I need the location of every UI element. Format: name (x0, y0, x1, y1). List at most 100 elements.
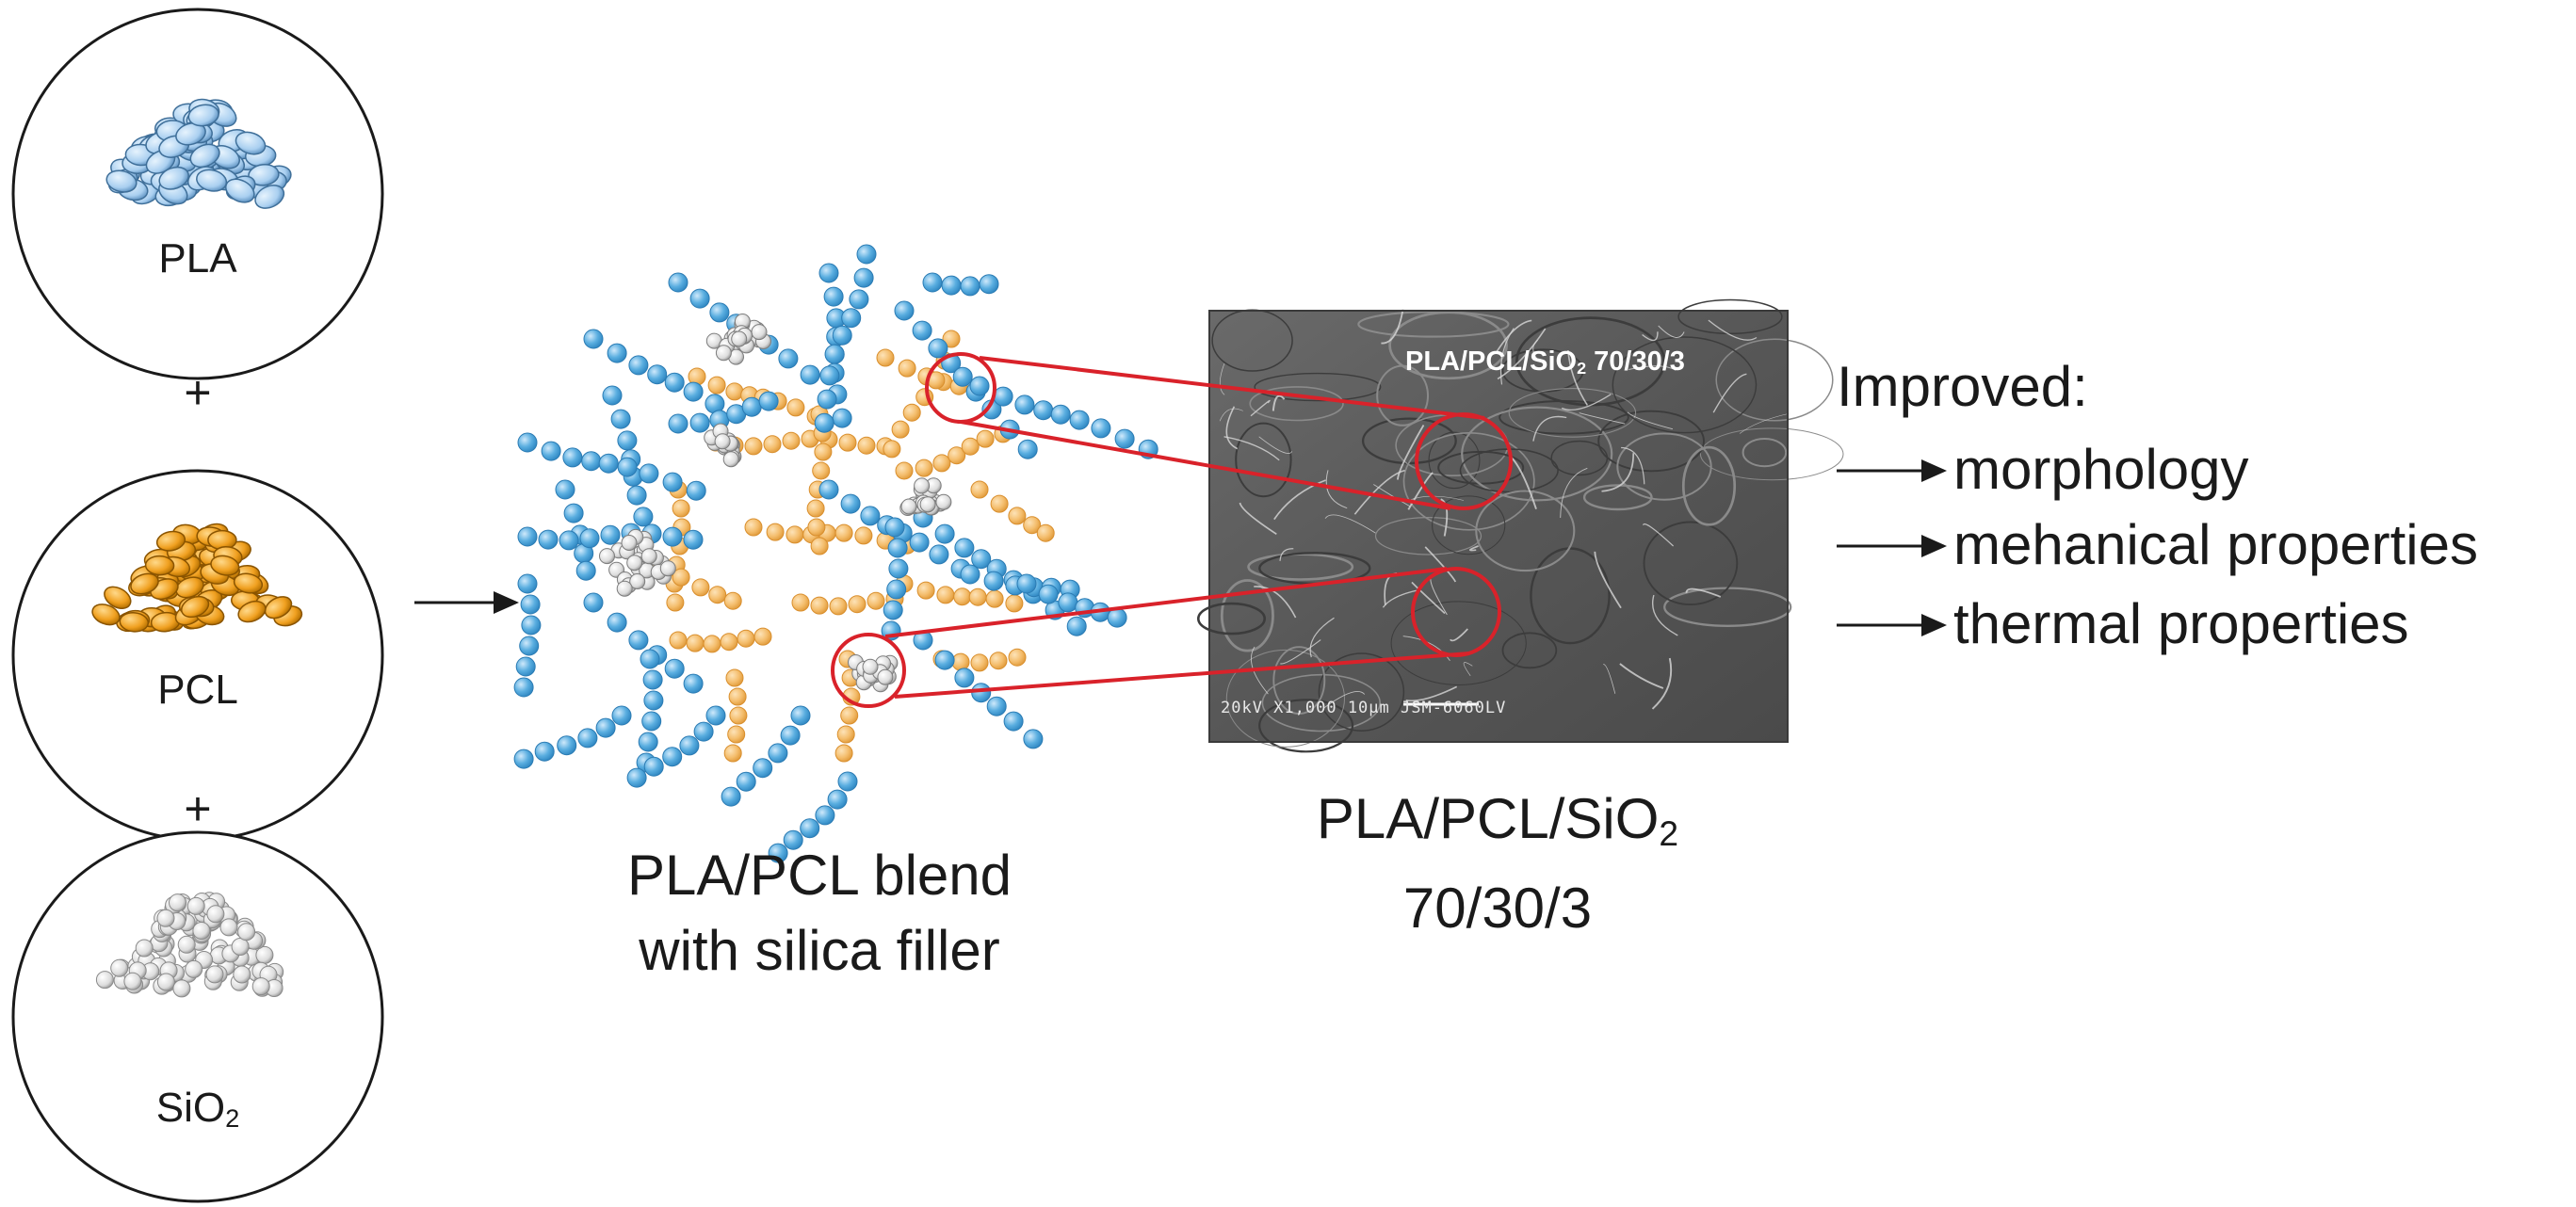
sem-fibril (1407, 472, 1434, 510)
silica-cluster-bead (722, 451, 739, 468)
silica-cluster-bead (900, 498, 917, 515)
sem-feature (1461, 406, 1613, 502)
pellet (187, 104, 219, 127)
pcl-bead (744, 437, 763, 456)
silica-cluster-bead (621, 535, 638, 551)
pcl-bead (737, 629, 755, 648)
pla-bead (628, 630, 649, 651)
pla-bead (515, 656, 536, 677)
sio2-circle (11, 830, 384, 1203)
pcl-bead (1005, 594, 1024, 613)
pla-bead (555, 479, 575, 500)
sem-feature (1550, 440, 1609, 476)
sem-feature (1742, 438, 1788, 468)
sem-feature (1612, 336, 1758, 434)
pla-bead (971, 549, 992, 570)
silica-cluster-bead (659, 560, 676, 577)
pellet (91, 604, 121, 626)
pla-bead (602, 385, 623, 406)
pla-bead (790, 705, 811, 726)
sem-fibril (1254, 586, 1297, 619)
pla-bead (575, 560, 596, 581)
pla-bead (1069, 410, 1090, 430)
sem-fibril (1685, 587, 1722, 598)
pellet (105, 169, 138, 193)
silica-particle (95, 971, 114, 990)
improved-arrows (1837, 459, 1947, 636)
pcl-bead (840, 706, 859, 725)
pla-bead (643, 756, 664, 777)
pcl-bead (970, 653, 989, 672)
pla-bead (778, 348, 799, 369)
pcl-pellet-pile (91, 523, 303, 633)
pla-bead (817, 389, 837, 410)
pellet (210, 555, 240, 576)
pla-bead (934, 523, 955, 544)
pla-bead (954, 668, 975, 688)
sem-feature (1235, 422, 1292, 498)
sem-caption: PLA/PCL/SiO2 70/30/3 (1206, 781, 1790, 946)
sem-fibril (1239, 502, 1277, 536)
pcl-bead (672, 499, 690, 518)
blend-caption-line2: with silica filler (639, 919, 1000, 982)
pellet (189, 143, 220, 169)
sem-fibril (1273, 479, 1326, 521)
sem-overlay-title: PLA/PCL/SiO2 70/30/3 (1405, 346, 1685, 378)
improved-title: Improved: (1837, 355, 2088, 418)
sem-feature (1261, 673, 1382, 732)
sem-texture (1197, 298, 1844, 753)
pla-bead (1016, 573, 1037, 594)
pla-bead (1023, 729, 1044, 749)
pcl-bead (766, 523, 785, 541)
pla-bead (800, 818, 820, 839)
sem-fibril (1579, 412, 1626, 425)
pellet (235, 131, 267, 155)
pcl-bead (1023, 516, 1042, 535)
sem-fibril (1323, 691, 1366, 709)
pla-bead (662, 472, 683, 492)
pcl-bead (915, 459, 933, 477)
sem-image (1209, 311, 1788, 742)
pla-circle (11, 8, 384, 380)
pcl-bead (942, 330, 961, 348)
pla-bead (641, 711, 662, 732)
pla-bead (1114, 428, 1135, 449)
improved-item-morphology: morphology (1953, 438, 2249, 501)
pla-bead (909, 532, 930, 553)
pcl-bead (708, 586, 727, 604)
pcl-bead (953, 587, 972, 606)
pla-pellet-pile (105, 98, 292, 209)
pcl-bead (895, 461, 914, 480)
silica-particle (186, 896, 205, 915)
sem-micrograph (1197, 298, 1844, 753)
sem-fibril (1280, 639, 1321, 665)
pla-bead (640, 649, 660, 669)
pla-bead (922, 272, 943, 293)
pla-bead (686, 480, 706, 501)
pellet (158, 166, 189, 190)
sem-caption-line1: PLA/PCL/SiO2 (1206, 781, 1790, 871)
pla-bead (1091, 418, 1111, 439)
pla-bead (823, 286, 844, 307)
pla-bead (600, 524, 621, 545)
pcl-bead (883, 440, 901, 459)
pla-bead (513, 748, 534, 769)
sio2-particle-pile (95, 892, 284, 998)
silica-cluster-bead (751, 324, 768, 341)
pcl-bead (898, 359, 916, 378)
pla-bead (607, 612, 627, 633)
sem-feature (1388, 311, 1508, 380)
sem-feature (1499, 400, 1629, 435)
sem-fibril (1324, 514, 1376, 534)
silica-cluster-bead (629, 573, 646, 589)
sem-feature (1220, 579, 1274, 652)
sem-fibril (1325, 470, 1348, 509)
sem-fibril (1619, 663, 1664, 689)
sem-feature (1374, 516, 1482, 555)
pcl-bead (916, 581, 935, 600)
pcl-bead (686, 634, 705, 652)
pla-bead (758, 391, 779, 411)
sem-fibril (1373, 484, 1411, 507)
pla-bead (668, 272, 689, 293)
